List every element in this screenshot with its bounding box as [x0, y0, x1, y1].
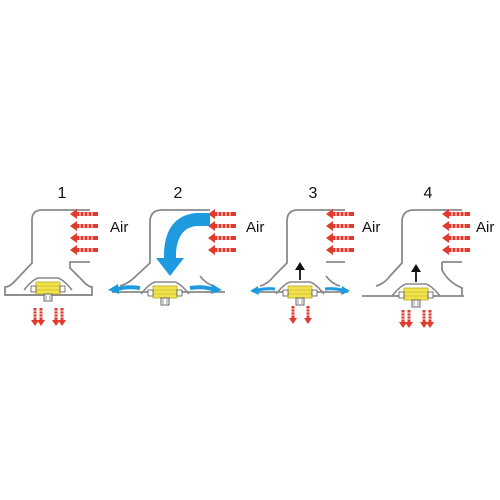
panel-3-number: 3 [309, 185, 318, 202]
panel-3: 3 Air [250, 185, 380, 325]
panel-4-air-label: Air [476, 219, 494, 236]
panel-1-valve [23, 277, 73, 302]
panel-3-housing [259, 209, 345, 287]
panel-4-number: 4 [424, 185, 433, 202]
panel-2-flow-arrow [156, 213, 210, 276]
panel-4-housing [375, 209, 462, 287]
panel-3-lift-arrow [295, 262, 305, 280]
panel-2-air-arrows [207, 208, 237, 256]
panel-2-housing [119, 209, 210, 287]
panel-3-valve [275, 281, 325, 306]
panel-1: 1 Air [4, 185, 128, 327]
panel-3-air-label: Air [362, 219, 380, 236]
panel-2: 2 Air [108, 185, 264, 306]
panel-1-air-arrows [69, 208, 99, 256]
panel-1-housing [4, 209, 93, 296]
panel-3-side-flow-arrows [250, 286, 350, 295]
panel-4-exhaust-arrows [398, 309, 435, 329]
panel-4-valve [391, 283, 441, 308]
panel-1-number: 1 [58, 185, 67, 202]
panel-2-valve [140, 281, 190, 306]
panel-2-air-label: Air [246, 219, 264, 236]
panel-4-air-arrows [441, 208, 471, 256]
panel-4: 4 Air [362, 185, 494, 329]
panel-4-lift-arrow [411, 264, 421, 282]
panel-2-side-flow-arrows [108, 284, 222, 294]
panel-2-number: 2 [174, 185, 183, 202]
panel-1-exhaust-arrows [30, 307, 67, 327]
panel-3-air-arrows [325, 208, 355, 256]
panel-3-exhaust-arrows [288, 305, 313, 325]
panel-1-air-label: Air [110, 219, 128, 236]
